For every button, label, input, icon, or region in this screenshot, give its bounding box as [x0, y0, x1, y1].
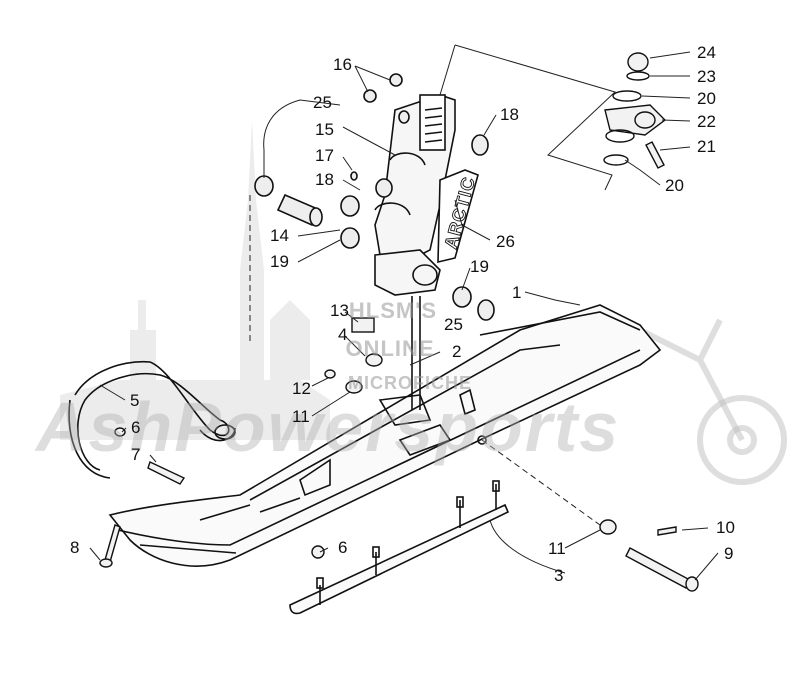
callout-18-right: 18 [500, 105, 519, 124]
watermark-line2: ONLINE [345, 336, 435, 361]
callout-3: 3 [554, 566, 564, 585]
callout-12: 12 [292, 379, 311, 398]
callout-2: 2 [452, 342, 462, 361]
hardware [99, 52, 699, 592]
callout-11-right: 11 [548, 539, 566, 558]
watermark-skyline [60, 120, 330, 440]
watermark-wheel [638, 318, 787, 485]
callout-10: 10 [716, 518, 735, 537]
callout-20-lower: 20 [665, 176, 684, 195]
callout-19-right: 19 [470, 257, 489, 276]
callout-8: 8 [70, 538, 80, 557]
spindle [374, 94, 479, 410]
ski-body [108, 304, 662, 567]
callout-6-lower: 6 [338, 538, 348, 557]
watermark-line3: MICROFICHE [348, 373, 472, 393]
callout-6-left: 6 [131, 418, 141, 437]
callout-4: 4 [338, 325, 348, 344]
callout-13: 13 [330, 301, 349, 320]
callout-26: 26 [496, 232, 515, 251]
callout-25-upper: 25 [313, 93, 332, 112]
callout-24: 24 [697, 43, 716, 62]
watermark-brand: AshPowersports [36, 388, 621, 466]
leader-lines [89, 44, 719, 581]
bushings [254, 73, 495, 321]
callout-18-left: 18 [315, 170, 334, 189]
callout-22: 22 [697, 112, 716, 131]
callout-1: 1 [512, 283, 522, 302]
callout-20-upper: 20 [697, 89, 716, 108]
callout-21: 21 [697, 137, 716, 156]
watermark-line1: HLSM'S [348, 298, 438, 323]
callout-14: 14 [270, 226, 289, 245]
callout-15: 15 [315, 120, 334, 139]
callout-17: 17 [315, 146, 334, 165]
callout-23: 23 [697, 67, 716, 86]
callout-9: 9 [724, 544, 734, 563]
callout-7: 7 [131, 445, 141, 464]
callout-11-left: 11 [292, 407, 310, 426]
wear-bar [289, 480, 510, 615]
callout-25-lower: 25 [444, 315, 463, 334]
callout-16: 16 [333, 55, 352, 74]
ski-loop [68, 360, 236, 479]
callout-5: 5 [130, 391, 140, 410]
callout-19-left: 19 [270, 252, 289, 271]
